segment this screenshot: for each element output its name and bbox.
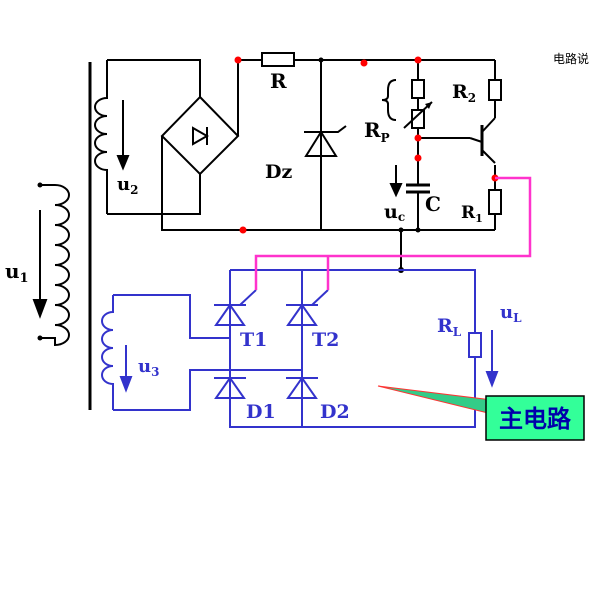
label-rl: RL: [437, 315, 462, 339]
primary-winding: [40, 184, 70, 347]
thyristor-t2: [286, 289, 329, 326]
label-u1: u1: [5, 259, 29, 286]
label-r: R: [270, 69, 287, 93]
thyristor-t1: [214, 289, 257, 326]
resistor-r2: [488, 79, 502, 101]
resistor-r: [261, 52, 295, 67]
secondary-winding-u2: [94, 60, 108, 214]
diode-d2: [286, 376, 318, 399]
label-r1: R1: [461, 203, 483, 225]
zener-diode-dz: [304, 125, 347, 157]
label-rp: RP: [364, 118, 390, 145]
label-dz: Dz: [265, 161, 292, 183]
capacitor-c: [406, 183, 430, 194]
label-t1: T1: [240, 329, 267, 351]
label-c: C: [425, 192, 441, 216]
main-circuit-callout: [485, 395, 585, 441]
corner-note: 电路说: [553, 51, 589, 66]
winding-u3: [101, 295, 114, 410]
label-u3: u3: [138, 356, 159, 379]
label-uc: uc: [384, 201, 405, 224]
callout-text: 主电路: [499, 405, 572, 433]
main-circuit: [101, 269, 476, 428]
label-d1: D1: [246, 401, 276, 423]
bridge-diode-symbol: [192, 126, 210, 146]
diode-d1: [214, 376, 246, 399]
label-d2: D2: [320, 401, 350, 423]
bridge-rectifier: [160, 95, 240, 176]
label-r2: R2: [452, 81, 476, 105]
junction-nodes: [234, 56, 499, 234]
resistor-r1: [488, 189, 502, 215]
trigger-wiring: [254, 176, 532, 290]
resistor-rl: [468, 332, 482, 358]
label-t2: T2: [312, 329, 339, 351]
label-u2: u2: [117, 174, 138, 197]
label-ul: uL: [500, 302, 522, 325]
control-circuit: [40, 59, 496, 410]
rp-bracket: [381, 79, 397, 121]
resistor-rp: [411, 79, 425, 99]
